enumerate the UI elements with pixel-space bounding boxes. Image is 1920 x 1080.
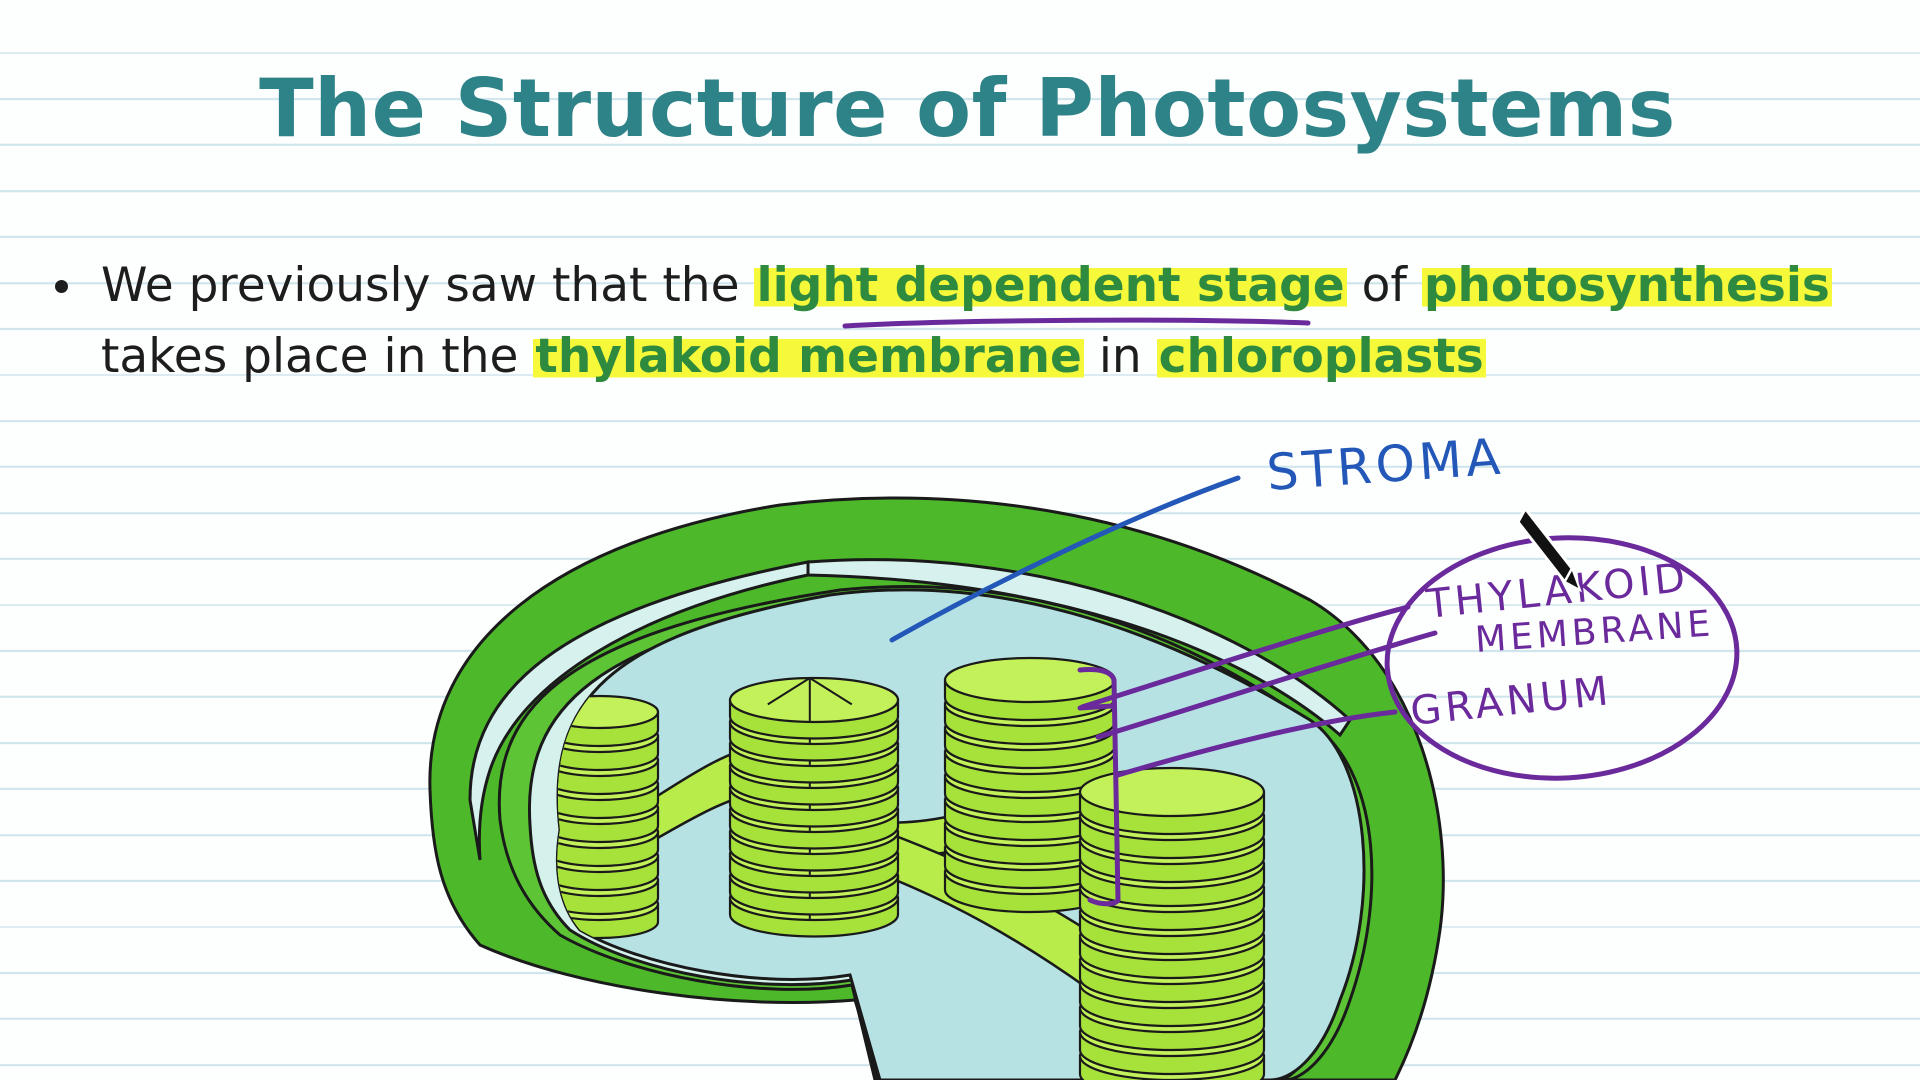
thylakoid-pointer-line-2 xyxy=(1095,630,1438,740)
cut-edge-outer xyxy=(468,560,810,861)
label-granum: GRANUM xyxy=(1408,668,1614,735)
bullet-point: We previously saw that the light depende… xyxy=(55,250,1875,392)
highlight-photosynthesis: photosynthesis xyxy=(1421,258,1832,313)
bullet-dot xyxy=(55,280,68,293)
pen-bracket xyxy=(1077,667,1121,907)
thylakoid-disc-top xyxy=(1078,766,1266,818)
pen-cursor-icon xyxy=(1516,505,1583,593)
bullet-text-part4: in xyxy=(1083,329,1157,384)
slide-title: The Structure of Photosystems xyxy=(259,62,1676,155)
thylakoid-disc-top xyxy=(943,656,1117,704)
granum-right xyxy=(1078,766,1266,1080)
granum-pointer-line xyxy=(1115,709,1398,778)
highlight-thylakoid-membrane: thylakoid membrane xyxy=(533,329,1084,384)
pen-underline xyxy=(842,317,1311,329)
granum-cut xyxy=(728,676,900,938)
bullet-text-part2: of xyxy=(1346,258,1422,313)
highlight-chloroplasts: chloroplasts xyxy=(1156,329,1486,384)
highlight-light-dependent-stage: light dependent stage xyxy=(754,258,1347,313)
granum-center xyxy=(943,656,1117,914)
bullet-text: We previously saw that the light depende… xyxy=(101,250,1875,392)
stroma-pointer-line xyxy=(889,475,1241,643)
bullet-text-part3: takes place in the xyxy=(101,329,534,384)
thylakoid-pointer-line xyxy=(1079,604,1411,710)
label-stroma: STROMA xyxy=(1265,428,1506,502)
thylakoid-cut-face xyxy=(767,677,853,721)
bullet-text-part1: We previously saw that the xyxy=(101,258,755,313)
label-circle xyxy=(1384,535,1740,781)
thylakoid-disc-top xyxy=(728,676,900,724)
